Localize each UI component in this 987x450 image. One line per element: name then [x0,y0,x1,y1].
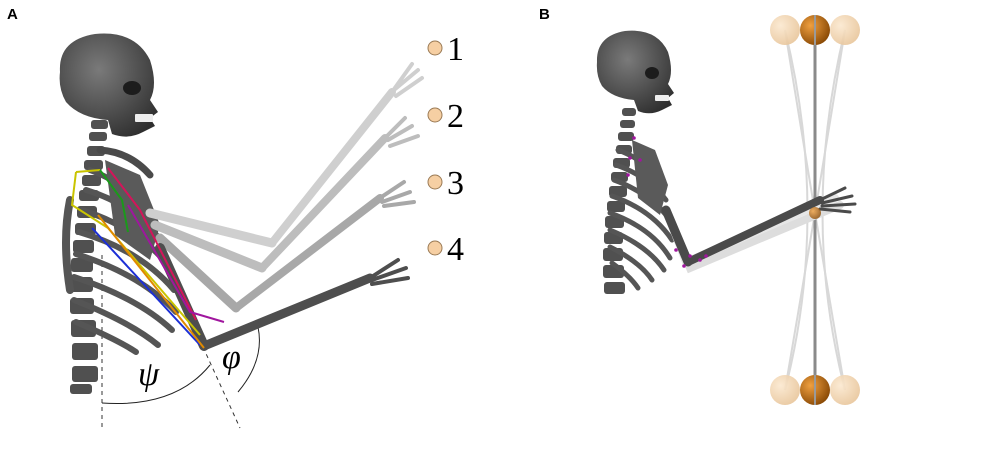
muscle-lines [70,167,225,349]
target-label-2: 2 [447,98,464,135]
scapula-icon [632,140,668,215]
target-label-1: 1 [447,31,464,68]
shoulder-angle-label: ψ [138,356,160,393]
skull-icon [59,33,158,137]
hand-marker [809,207,821,219]
muscle-line-orange [97,214,205,349]
muscle-line-blue [91,227,201,346]
target-dot-3 [427,174,443,190]
skull-icon [596,30,674,114]
target-dot-1 [427,40,443,56]
target-label-3: 3 [447,165,464,202]
pendulum-ball-icon [830,375,860,405]
target-list: 1 2 3 4 [427,31,464,268]
pendulum-ball-icon [770,15,800,45]
pendulum-ball-icon [830,15,860,45]
shoulder-angle-arc [101,364,211,404]
panel-a: 1 2 3 4 ψ φ [59,31,464,430]
muscle-line-yellow [70,171,201,336]
arm-b [661,186,857,267]
muscle-line-yellow-top [75,169,101,173]
arm-position-3 [155,180,416,313]
target-dot-2 [427,107,443,123]
muscle-line-red [107,167,197,321]
marker-points [626,136,708,268]
panel-label-b: B [539,6,550,23]
arm-position-1 [145,62,424,248]
target-dot-4 [427,240,443,256]
clavicle-icon [96,146,154,179]
muscle-line-green [99,169,129,233]
pendulum-ball-icon [770,375,800,405]
elbow-angle-label: φ [222,339,241,376]
arm-position-2 [150,116,420,273]
panel-label-a: A [7,6,18,23]
elbow-angle-arc [237,326,260,393]
muscle-line-magenta [127,204,225,323]
target-label-4: 4 [447,231,464,268]
forearm-extension-line [202,346,241,429]
panel-b [596,15,860,405]
